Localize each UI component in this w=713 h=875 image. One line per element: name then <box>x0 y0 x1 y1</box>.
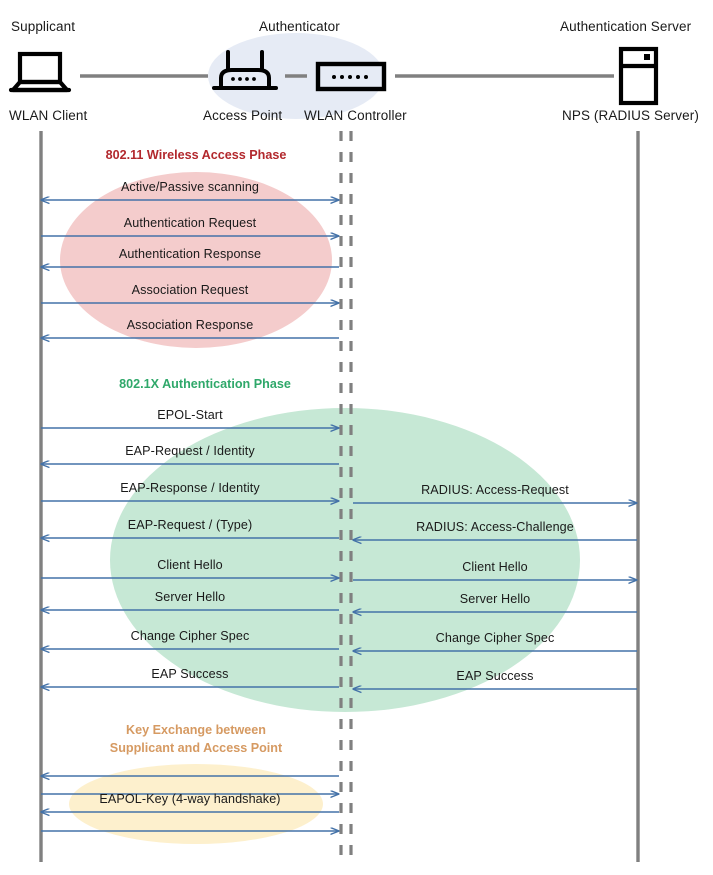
actor-role-authenticator: Authenticator <box>259 19 340 34</box>
message-label: EAPOL-Key (4-way handshake) <box>99 792 281 806</box>
message-label: EPOL-Start <box>157 408 223 422</box>
phase-8021x-ellipse <box>110 408 580 712</box>
message-label: RADIUS: Access-Request <box>421 483 569 497</box>
server-tower-icon <box>618 46 659 106</box>
message-label: EAP Success <box>151 667 229 681</box>
actor-device-wlan-client: WLAN Client <box>9 108 88 123</box>
actor-role-supplicant: Supplicant <box>11 19 76 34</box>
phase-label-keyexchange-line1: Key Exchange between <box>126 723 266 737</box>
message-label: Server Hello <box>459 592 531 606</box>
message-label: EAP Success <box>456 669 534 683</box>
phase-label-80211: 802.11 Wireless Access Phase <box>105 148 287 162</box>
actor-device-access-point: Access Point <box>203 108 283 123</box>
message-label: Change Cipher Spec <box>130 629 250 643</box>
message-label: RADIUS: Access-Challenge <box>416 520 574 534</box>
network-switch-icon <box>315 61 387 92</box>
phase-label-keyexchange-line2: Supplicant and Access Point <box>109 741 283 755</box>
message-label: Association Response <box>126 318 254 332</box>
message-label: Client Hello <box>462 560 528 574</box>
actor-role-auth-server: Authentication Server <box>560 19 692 34</box>
message-label: Change Cipher Spec <box>435 631 555 645</box>
phase-keyexchange-ellipse <box>69 764 323 844</box>
message-label: Server Hello <box>154 590 226 604</box>
wireless-router-icon <box>212 50 278 90</box>
laptop-icon <box>8 51 72 93</box>
message-label: Active/Passive scanning <box>120 180 260 194</box>
message-label: Client Hello <box>157 558 223 572</box>
message-label: Authentication Response <box>118 247 262 261</box>
message-label: EAP-Request / (Type) <box>127 518 253 532</box>
actor-device-wlan-controller: WLAN Controller <box>304 108 407 123</box>
actor-device-nps: NPS (RADIUS Server) <box>562 108 699 123</box>
message-label: EAP-Response / Identity <box>120 481 260 495</box>
message-label: EAP-Request / Identity <box>125 444 255 458</box>
message-label: Association Request <box>131 283 249 297</box>
phase-label-8021x: 802.1X Authentication Phase <box>119 377 291 391</box>
phase-80211-ellipse <box>60 172 332 348</box>
message-label: Authentication Request <box>123 216 257 230</box>
message-arrows <box>41 200 637 831</box>
